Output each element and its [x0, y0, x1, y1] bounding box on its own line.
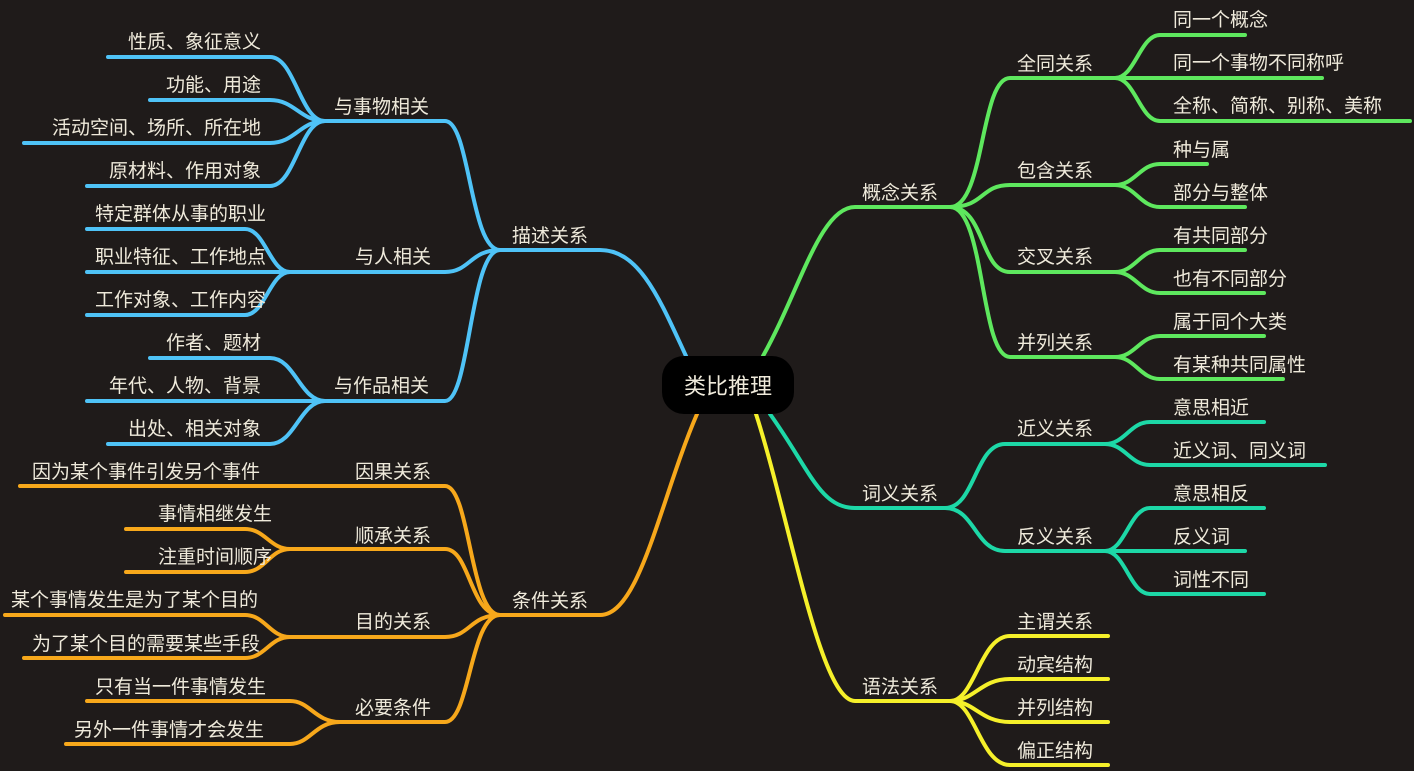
node-purpose[interactable]: 目的关系 [355, 611, 432, 633]
leaf[interactable]: 部分与整体 [1173, 182, 1269, 204]
condition-branch-lines [3, 412, 699, 746]
leaf[interactable]: 反义词 [1173, 526, 1231, 548]
node-work-related[interactable]: 与作品相关 [334, 375, 430, 397]
leaf[interactable]: 词性不同 [1173, 569, 1250, 591]
node-antonym[interactable]: 反义关系 [1017, 526, 1094, 548]
leaf[interactable]: 动宾结构 [1017, 654, 1094, 676]
leaf[interactable]: 偏正结构 [1017, 740, 1094, 762]
describe-branch-lines [22, 55, 688, 446]
grammar-branch-lines [754, 412, 1110, 767]
node-word-meaning[interactable]: 词义关系 [862, 483, 939, 505]
leaf[interactable]: 全称、简称、别称、美称 [1173, 95, 1383, 117]
leaf[interactable]: 因为某个事件引发另个事件 [32, 461, 261, 483]
node-inclusion[interactable]: 包含关系 [1017, 160, 1094, 182]
node-grammar[interactable]: 语法关系 [862, 676, 939, 698]
leaf[interactable]: 意思相近 [1173, 397, 1250, 419]
node-condition[interactable]: 条件关系 [512, 590, 589, 612]
node-intersection[interactable]: 交叉关系 [1017, 246, 1094, 268]
leaf[interactable]: 并列结构 [1017, 697, 1094, 719]
leaf[interactable]: 有共同部分 [1173, 225, 1269, 247]
leaf[interactable]: 特定群体从事的职业 [95, 203, 267, 225]
meaning-branch-lines [768, 412, 1327, 596]
leaf[interactable]: 属于同个大类 [1173, 311, 1288, 333]
root-label: 类比推理 [683, 375, 772, 400]
leaf[interactable]: 同一个概念 [1173, 9, 1269, 31]
leaf[interactable]: 主谓关系 [1017, 611, 1094, 633]
leaf[interactable]: 意思相反 [1173, 483, 1250, 505]
leaf[interactable]: 近义词、同义词 [1173, 440, 1307, 462]
leaf[interactable]: 年代、人物、背景 [108, 375, 261, 397]
leaf[interactable]: 为了某个目的需要某些手段 [32, 633, 261, 655]
root-node[interactable]: 类比推理 [662, 356, 794, 414]
leaf[interactable]: 另外一件事情才会发生 [74, 719, 265, 741]
leaf[interactable]: 某个事情发生是为了某个目的 [11, 589, 259, 611]
leaf[interactable]: 只有当一件事情发生 [95, 676, 267, 698]
node-sequential[interactable]: 顺承关系 [355, 525, 432, 547]
leaf[interactable]: 有某种共同属性 [1173, 354, 1307, 376]
node-concept[interactable]: 概念关系 [862, 182, 939, 204]
leaf[interactable]: 注重时间顺序 [158, 546, 273, 568]
node-identical[interactable]: 全同关系 [1017, 53, 1094, 75]
node-describe[interactable]: 描述关系 [512, 225, 589, 247]
leaf[interactable]: 作者、题材 [165, 332, 261, 354]
leaf[interactable]: 活动空间、场所、所在地 [51, 117, 261, 139]
leaf[interactable]: 出处、相关对象 [127, 418, 261, 440]
concept-branch-lines [761, 33, 1412, 381]
leaf[interactable]: 同一个事物不同称呼 [1173, 52, 1345, 74]
node-causal[interactable]: 因果关系 [355, 461, 432, 483]
leaf[interactable]: 原材料、作用对象 [108, 160, 261, 182]
leaf[interactable]: 工作对象、工作内容 [95, 289, 267, 311]
node-necessary[interactable]: 必要条件 [355, 697, 432, 719]
node-person-related[interactable]: 与人相关 [355, 246, 432, 268]
node-synonym[interactable]: 近义关系 [1017, 418, 1094, 440]
leaf[interactable]: 也有不同部分 [1173, 268, 1288, 290]
leaf[interactable]: 性质、象征意义 [127, 31, 261, 53]
leaf[interactable]: 功能、用途 [165, 74, 261, 96]
node-parallel[interactable]: 并列关系 [1017, 332, 1094, 354]
leaf[interactable]: 事情相继发生 [158, 503, 273, 525]
node-thing-related[interactable]: 与事物相关 [334, 96, 430, 118]
leaf[interactable]: 职业特征、工作地点 [95, 246, 267, 268]
leaf[interactable]: 种与属 [1173, 139, 1231, 161]
